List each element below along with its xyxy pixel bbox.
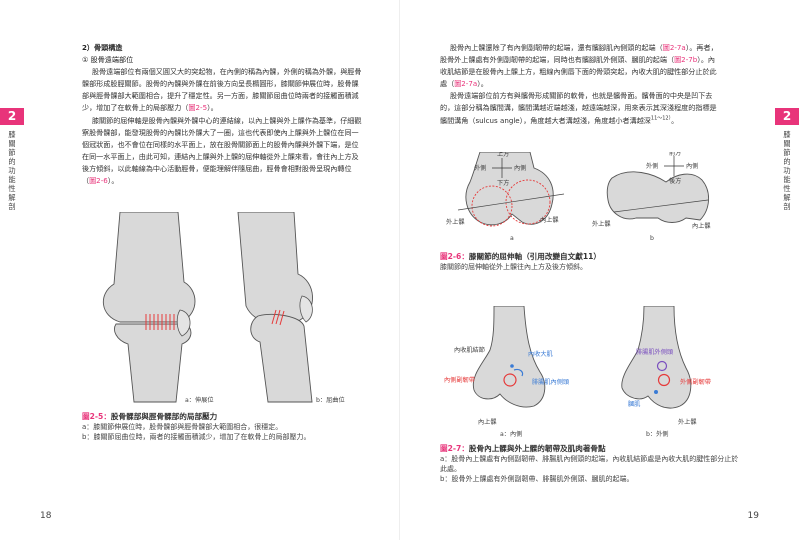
femur-medial-view	[472, 305, 546, 408]
left-paragraph-1: 股骨遠端部位有兩個又圓又大的突起物，在內側的稱為內髁，外側的稱為外髁，與脛骨髁部…	[82, 67, 362, 113]
mcl-label: 內側副韌帶	[444, 376, 475, 384]
dir-down-label: 下方	[497, 179, 509, 187]
view-b-label: b：外側	[646, 430, 669, 438]
figure-2-7-caption: 圖2-7：股骨內上髁與外上髁的韌帶及肌肉著骨點 a：股骨內上髁處有內側副韌帶、腓…	[440, 444, 740, 484]
caption-line-a: a：股骨內上髁處有內側副韌帶、腓腸肌內側頭的起端，內收肌結節處是內收大肌的腱性部…	[440, 455, 739, 473]
left-paragraph-2: 膝關節的屈伸軸是股骨內髁與外髁中心的連結線，以內上髁與外上髁作為基準，仔細觀察股…	[82, 115, 362, 186]
medial-epicondyle-label: 內上髁	[540, 216, 559, 224]
figure-title: 膝關節的屈伸軸（引用改變自文獻11）	[468, 252, 601, 261]
right-paragraph-1: 股骨內上髁還除了有內側副韌帶的起端，還有髕腳肌內側頭的起端（圖2-7a）。再者，…	[440, 43, 718, 89]
citation-superscript: 11～12）	[650, 115, 672, 122]
figure-2-6: 上方 下方 外側 內側 外上髁 內上髁 a 前方 後方 外側 內側 外上髁 內上…	[440, 149, 740, 244]
dir-medial-label-b: 內側	[686, 162, 698, 170]
left-body-text: 2）骨頭構造 ① 股骨遠端部位 股骨遠端部位有兩個又圓又大的突起物，在內側的稱為…	[82, 42, 364, 187]
figure-reference: 圖2-5	[188, 103, 208, 113]
figure-number: 圖2-7：	[440, 444, 469, 453]
caption-line-a: a：膝關節伸展位時，股骨髁部與脛骨髁部大範圍相合，很穩定。	[82, 423, 283, 431]
adductor-magnus-label: 內收大肌	[528, 350, 553, 358]
knee-extension-drawing	[103, 211, 196, 403]
popliteus-label: 膕肌	[628, 401, 640, 408]
panel-a-label: a：伸展位	[185, 396, 214, 404]
figure-reference: 圖2-7a	[662, 43, 686, 52]
figure-number: 圖2-5：	[82, 412, 111, 421]
figure-2-7: 內收肌結節 內收大肌 內側副韌帶 腓腸肌內側頭 內上髁 a：內側 腓腸肌外側頭 …	[440, 305, 740, 438]
page-gutter	[399, 0, 400, 540]
medial-epicondyle-label: 內上髁	[478, 418, 497, 426]
panel-b-label: b：屈曲位	[316, 396, 345, 404]
dir-lateral-label: 外側	[474, 164, 486, 172]
flexion-axis-illustration: 上方 下方 外側 內側 外上髁 內上髁 a 前方 後方 外側 內側 外上髁 內上…	[446, 149, 711, 242]
figure-2-5: a：伸展位 b：屈曲位	[80, 211, 376, 412]
page-number-left: 18	[40, 511, 52, 521]
gastrocnemius-lateral-label: 腓腸肌外側頭	[636, 348, 674, 356]
lateral-epicondyle-label: 外上髁	[446, 218, 465, 226]
dir-front-label: 前方	[669, 152, 681, 157]
dir-back-label: 後方	[669, 177, 681, 185]
lcl-label: 外側副韌帶	[680, 378, 711, 386]
panel-b-label: b	[650, 235, 654, 242]
page-number-right: 19	[747, 511, 759, 521]
right-paragraph-2: 股骨遠端部位前方有與髕骨形成關節的軟骨，也就是髕骨面。髕骨面的中央是凹下去的，這…	[440, 91, 717, 125]
chapter-number-right: 2	[775, 108, 799, 125]
lateral-epicondyle-label-b: 外上髁	[592, 220, 611, 228]
section-heading: 2）骨頭構造	[82, 43, 123, 52]
adductor-tubercle-label: 內收肌結節	[454, 346, 485, 354]
dir-medial-label: 內側	[514, 164, 526, 172]
figure-title: 股骨髁部與脛骨髁部的局部壓力	[110, 412, 218, 421]
gastrocnemius-medial-label: 腓腸肌內側頭	[532, 378, 570, 386]
knee-contact-illustration: a：伸展位 b：屈曲位	[103, 211, 345, 404]
right-body-text: 股骨內上髁還除了有內側副韌帶的起端，還有髕腳肌內側頭的起端（圖2-7a）。再者，…	[440, 42, 722, 127]
femur-lateral-view	[621, 305, 692, 409]
femur-front-view	[457, 151, 565, 227]
lateral-epicondyle-label: 外上髁	[678, 418, 697, 426]
femur-bottom-view	[606, 156, 709, 223]
figure-reference: 圖2-6	[89, 176, 108, 186]
section-subheading: ① 股骨遠端部位	[82, 55, 134, 65]
chapter-title-left: 膝關節的功能性解剖	[8, 130, 16, 211]
dir-up-label: 上方	[497, 152, 509, 158]
caption-line: 膝關節的屈伸軸從外上髁往內上方及後方傾斜。	[440, 263, 587, 271]
chapter-number-left: 2	[0, 108, 24, 125]
figure-reference: 圖2-7b	[674, 55, 698, 65]
chapter-title-right: 膝關節的功能性解剖	[783, 130, 791, 211]
caption-line-b: b：股骨外上髁處有外側副韌帶、腓腸肌外側頭、膕肌的起端。	[440, 475, 634, 483]
figure-title: 股骨內上髁與外上髁的韌帶及肌肉著骨點	[468, 444, 606, 453]
dir-lateral-label-b: 外側	[646, 162, 658, 170]
knee-flexion-drawing	[237, 211, 313, 403]
panel-a-label: a	[510, 235, 514, 242]
figure-number: 圖2-6：	[440, 252, 469, 261]
figure-reference: 圖2-7a	[454, 79, 478, 89]
figure-2-6-caption: 圖2-6：膝關節的屈伸軸（引用改變自文獻11） 膝關節的屈伸軸從外上髁往內上方及…	[440, 252, 740, 272]
view-a-label: a：內側	[500, 430, 522, 438]
epicondyle-attachments-illustration: 內收肌結節 內收大肌 內側副韌帶 腓腸肌內側頭 內上髁 a：內側 腓腸肌外側頭 …	[444, 305, 711, 438]
caption-line-b: b：膝關節屈曲位時，兩者的接觸面積減少，增加了在軟骨上的局部壓力。	[82, 433, 311, 441]
medial-epicondyle-label-b: 內上髁	[692, 222, 711, 230]
figure-2-5-caption: 圖2-5：股骨髁部與脛骨髁部的局部壓力 a：膝關節伸展位時，股骨髁部與脛骨髁部大…	[82, 412, 372, 442]
